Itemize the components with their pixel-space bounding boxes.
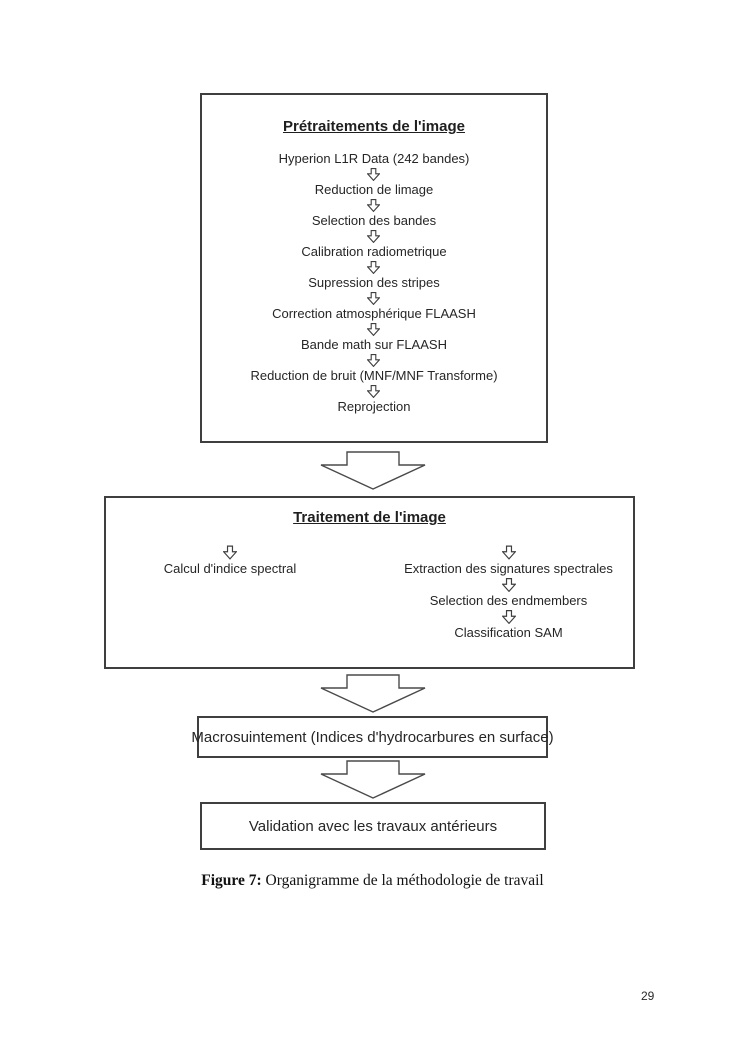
step-classification-sam: Classification SAM	[454, 625, 563, 640]
down-arrow-icon	[223, 545, 237, 560]
step-selection-bandes: Selection des bandes	[311, 213, 437, 228]
down-arrow-icon	[501, 545, 516, 560]
step-reprojection: Reprojection	[337, 399, 411, 414]
step-calcul-indice: Calcul d'indice spectral	[163, 561, 297, 576]
flow-down-arrow-icon	[320, 760, 426, 799]
flow-down-arrow-icon	[320, 451, 426, 490]
down-arrow-icon	[501, 578, 516, 592]
down-arrow-icon	[367, 323, 381, 336]
figure-caption: Figure 7: Organigramme de la méthodologi…	[0, 872, 745, 890]
figure-caption-label: Figure 7:	[201, 872, 262, 889]
step-extraction-signatures: Extraction des signatures spectrales	[404, 561, 613, 576]
pretraitements-box: Prétraitements de l'image Hyperion L1R D…	[200, 93, 548, 443]
step-reduction-bruit: Reduction de bruit (MNF/MNF Transforme)	[250, 368, 498, 383]
down-arrow-icon	[367, 230, 381, 243]
step-correction-atmospherique: Correction atmosphérique FLAASH	[272, 306, 476, 321]
traitement-title: Traitement de l'image	[293, 509, 446, 526]
step-suppression-stripes: Supression des stripes	[308, 275, 440, 290]
pretraitements-title: Prétraitements de l'image	[283, 118, 465, 135]
pretraitements-steps: Hyperion L1R Data (242 bandes) Reduction…	[250, 151, 497, 415]
traitement-box: Traitement de l'image Calcul d'indice sp…	[104, 496, 635, 669]
step-bande-math: Bande math sur FLAASH	[301, 337, 447, 352]
down-arrow-icon	[367, 199, 381, 212]
step-hyperion-data: Hyperion L1R Data (242 bandes)	[278, 151, 470, 166]
flow-down-arrow-icon	[320, 674, 426, 713]
down-arrow-icon	[367, 168, 381, 181]
down-arrow-icon	[367, 292, 381, 305]
down-arrow-icon	[501, 610, 516, 624]
down-arrow-icon	[367, 354, 381, 367]
figure-caption-text: Organigramme de la méthodologie de trava…	[265, 872, 544, 889]
down-arrow-icon	[367, 261, 381, 274]
validation-box: Validation avec les travaux antérieurs	[200, 802, 546, 850]
step-reduction-image: Reduction de limage	[314, 182, 434, 197]
macrosuintement-box: Macrosuintement (Indices d'hydrocarbures…	[191, 716, 554, 758]
step-calibration-radiometrique: Calibration radiometrique	[301, 244, 447, 259]
down-arrow-icon	[367, 385, 381, 398]
traitement-branch-left: Calcul d'indice spectral	[125, 544, 335, 577]
step-selection-endmembers: Selection des endmembers	[429, 593, 588, 608]
traitement-branch-right: Extraction des signatures spectrales Sel…	[401, 544, 616, 641]
page-number: 29	[641, 989, 655, 1003]
